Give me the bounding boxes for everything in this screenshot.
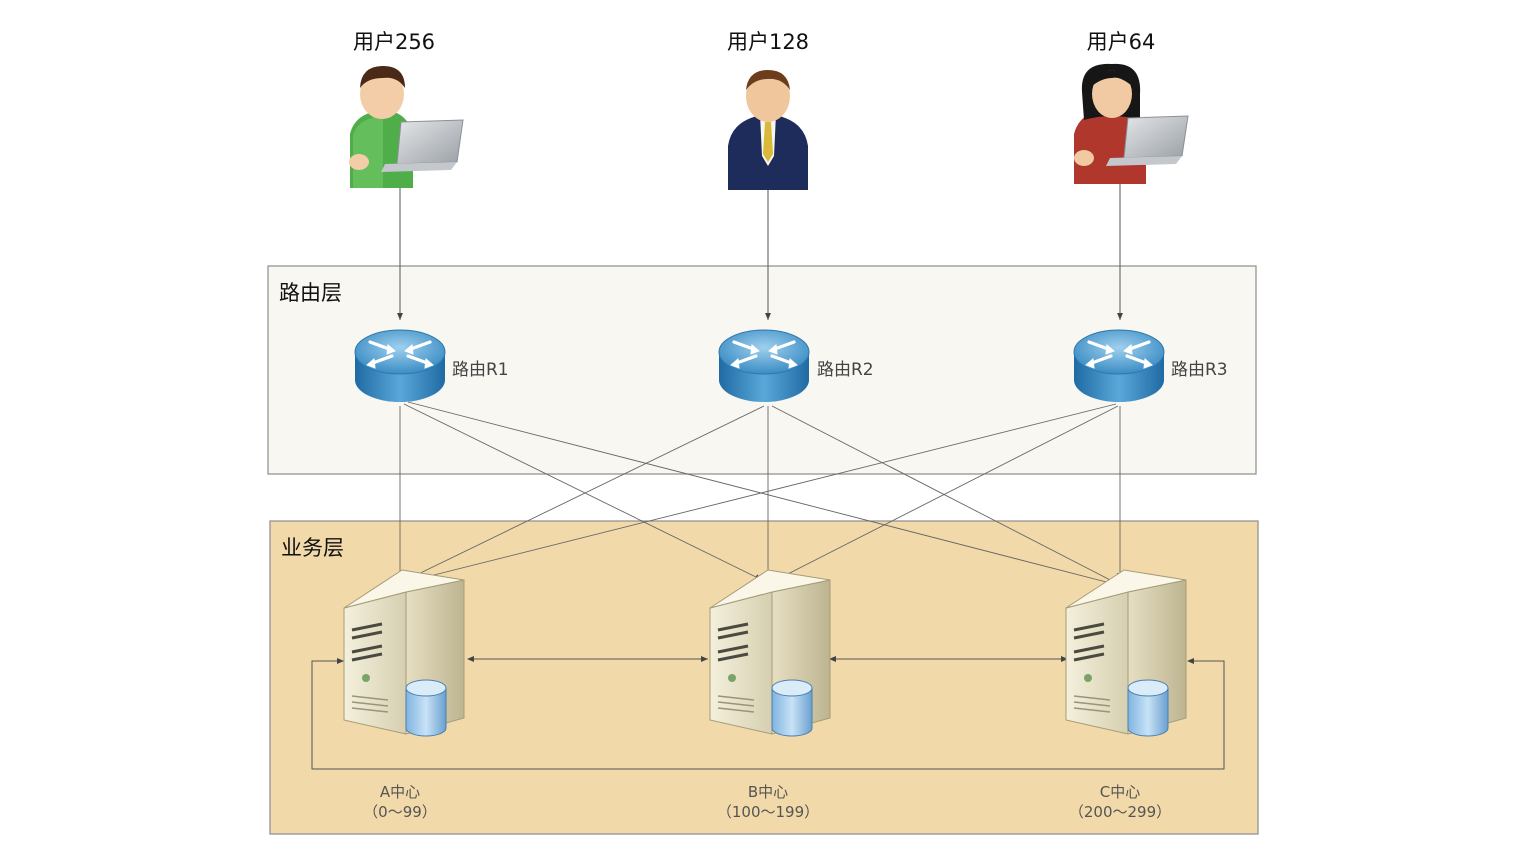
- routing-layer-title: 路由层: [279, 281, 342, 305]
- router-icon: [718, 329, 810, 402]
- center-label-a: A中心 （0～99）: [320, 782, 480, 822]
- center-range: （200～299）: [1068, 803, 1172, 821]
- router-label: 路由R1: [452, 360, 509, 380]
- server-interconnects: [311, 656, 1225, 770]
- user-label: 用户64: [1086, 30, 1156, 54]
- center-range: （100～199）: [716, 803, 820, 821]
- center-name: C中心: [1099, 783, 1141, 801]
- user-suit-icon: [728, 70, 808, 190]
- center-label-c: C中心 （200～299）: [1040, 782, 1200, 822]
- center-range: （0～99）: [363, 803, 437, 821]
- center-name: A中心: [379, 783, 421, 801]
- router-icon: [354, 329, 446, 402]
- center-label-b: B中心 （100～199）: [688, 782, 848, 822]
- user-label: 用户256: [352, 30, 436, 54]
- server-database-icon: [343, 569, 465, 737]
- user-red-laptop-icon: [1074, 63, 1189, 184]
- router-server-connections: [397, 401, 1123, 586]
- router-icon: [1073, 329, 1165, 402]
- router-label: 路由R2: [817, 360, 874, 380]
- router-label: 路由R3: [1171, 360, 1228, 380]
- user-green-laptop-icon: [349, 66, 464, 188]
- server-database-icon: [1065, 569, 1187, 737]
- center-name: B中心: [747, 783, 789, 801]
- server-database-icon: [709, 569, 831, 737]
- user-label: 用户128: [726, 30, 810, 54]
- user-router-connections: [397, 182, 1123, 320]
- service-layer-title: 业务层: [281, 536, 344, 560]
